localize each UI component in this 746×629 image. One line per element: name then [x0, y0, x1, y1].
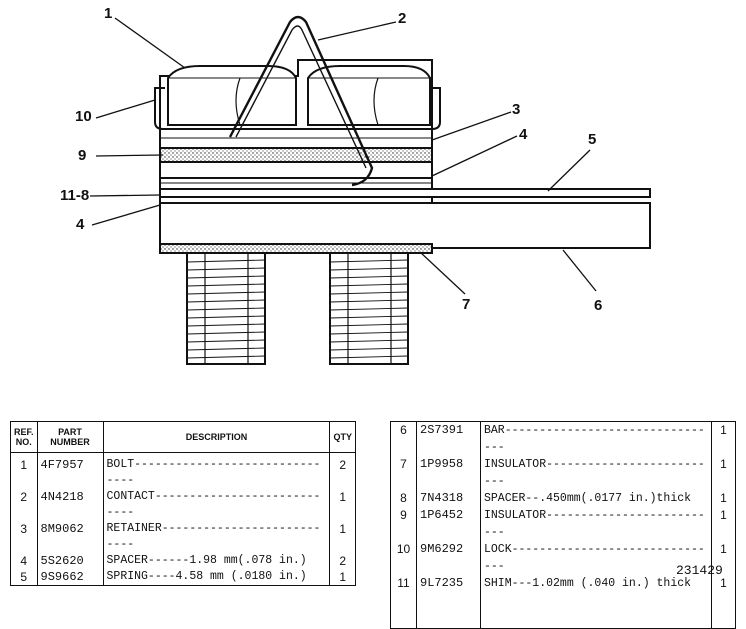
spring	[159, 188, 651, 198]
callout-2: 2	[398, 10, 407, 27]
description: INSULATOR--------------------------	[480, 507, 712, 541]
callout-9: 9	[78, 147, 87, 164]
callout-1: 1	[104, 5, 113, 22]
part-number: 8M9062	[36, 521, 104, 553]
bolt-head-left	[167, 65, 297, 126]
callout-11-8: 11-8	[60, 187, 90, 204]
header-qty: QTY	[329, 421, 356, 453]
callout-4: 4	[519, 126, 528, 143]
description: CONTACT----------------------------	[102, 489, 331, 521]
part-number: 9L7235	[416, 575, 481, 592]
table-row: 9 1P6452 INSULATOR----------------------…	[390, 507, 736, 541]
description: LOCK-------------------------------	[480, 541, 712, 575]
qty: 1	[329, 489, 356, 521]
part-number: 1P9958	[416, 456, 481, 490]
header-part: PART NUMBER	[36, 421, 104, 453]
parts-table-right: 6 2S7391 BAR----------------------------…	[390, 421, 736, 629]
header-ref: REF. NO.	[10, 421, 38, 453]
callout-5: 5	[588, 131, 597, 148]
bolt-thread-left	[186, 251, 266, 365]
lower-plate	[159, 161, 433, 179]
qty: 1	[329, 521, 356, 553]
lock	[154, 87, 165, 130]
table-row: 3 8M9062 RETAINER-----------------------…	[10, 521, 356, 553]
ref-no: 4	[10, 553, 38, 569]
qty: 2	[329, 553, 356, 569]
ref-no: 8	[390, 490, 417, 507]
part-number: 4F7957	[36, 457, 104, 489]
part-number: 4N4218	[36, 489, 104, 521]
table-row: 2 4N4218 CONTACT------------------------…	[10, 489, 356, 521]
table-row: 8 7N4318 SPACER--.450mm(.0177 in.)thick …	[390, 490, 736, 507]
callout-10: 10	[75, 108, 92, 125]
description: SPRING----4.58 mm (.0180 in.)	[102, 569, 331, 586]
callout-3: 3	[512, 101, 521, 118]
qty: 1	[711, 541, 736, 575]
description: INSULATOR--------------------------	[480, 456, 712, 490]
ref-no: 5	[10, 569, 38, 586]
description: SPACER--.450mm(.0177 in.)thick	[480, 490, 712, 507]
table-row: 1 4F7957 BOLT---------------------------…	[10, 457, 356, 489]
leader-lines	[89, 17, 597, 295]
insulator-bottom	[159, 243, 433, 254]
description: BAR--------------------------------	[480, 421, 712, 456]
ref-no: 7	[390, 456, 417, 490]
ref-no: 3	[10, 521, 38, 553]
description: BOLT-------------------------------	[102, 457, 331, 489]
part-number: 7N4318	[416, 490, 481, 507]
bar	[159, 202, 651, 249]
ref-no: 10	[390, 541, 417, 575]
ref-no: 1	[10, 457, 38, 489]
description: RETAINER---------------------------	[102, 521, 331, 553]
spacer-lower	[159, 196, 433, 204]
qty: 1	[711, 490, 736, 507]
ref-no: 9	[390, 507, 417, 541]
part-number: 1P6452	[416, 507, 481, 541]
table-row: 4 5S2620 SPACER------1.98 mm(.078 in.) 2	[10, 553, 356, 569]
description: SPACER------1.98 mm(.078 in.)	[102, 553, 331, 569]
retainer	[159, 59, 433, 129]
part-number: 5S2620	[36, 553, 104, 569]
part-number: 2S7391	[416, 421, 481, 456]
table-header: REF. NO. PART NUMBER DESCRIPTION QTY	[10, 421, 356, 453]
parts-table-left: REF. NO. PART NUMBER DESCRIPTION QTY 1 4…	[10, 421, 356, 586]
table-row: 7 1P9958 INSULATOR----------------------…	[390, 456, 736, 490]
qty: 1	[711, 507, 736, 541]
table-row: 10 9M6292 LOCK--------------------------…	[390, 541, 736, 575]
bolt-head-right	[307, 65, 431, 126]
table-row: 6 2S7391 BAR----------------------------…	[390, 421, 736, 456]
callout-4-lower: 4	[76, 216, 85, 233]
ref-no: 2	[10, 489, 38, 521]
ref-no: 11	[390, 575, 417, 592]
part-number: 9M6292	[416, 541, 481, 575]
contact-wire	[228, 15, 374, 187]
qty: 1	[711, 456, 736, 490]
qty: 1	[329, 569, 356, 586]
callout-6: 6	[594, 297, 603, 314]
callout-7: 7	[462, 296, 471, 313]
bolt-thread-right	[329, 251, 409, 365]
qty: 2	[329, 457, 356, 489]
insulator-top	[159, 147, 433, 163]
figure-number: 231429	[676, 563, 723, 578]
ref-no: 6	[390, 421, 417, 456]
part-number: 9S9662	[36, 569, 104, 586]
header-desc: DESCRIPTION	[102, 421, 331, 453]
table-row: 5 9S9662 SPRING----4.58 mm (.0180 in.) 1	[10, 569, 356, 586]
assembly-diagram	[89, 15, 651, 365]
qty: 1	[711, 421, 736, 456]
